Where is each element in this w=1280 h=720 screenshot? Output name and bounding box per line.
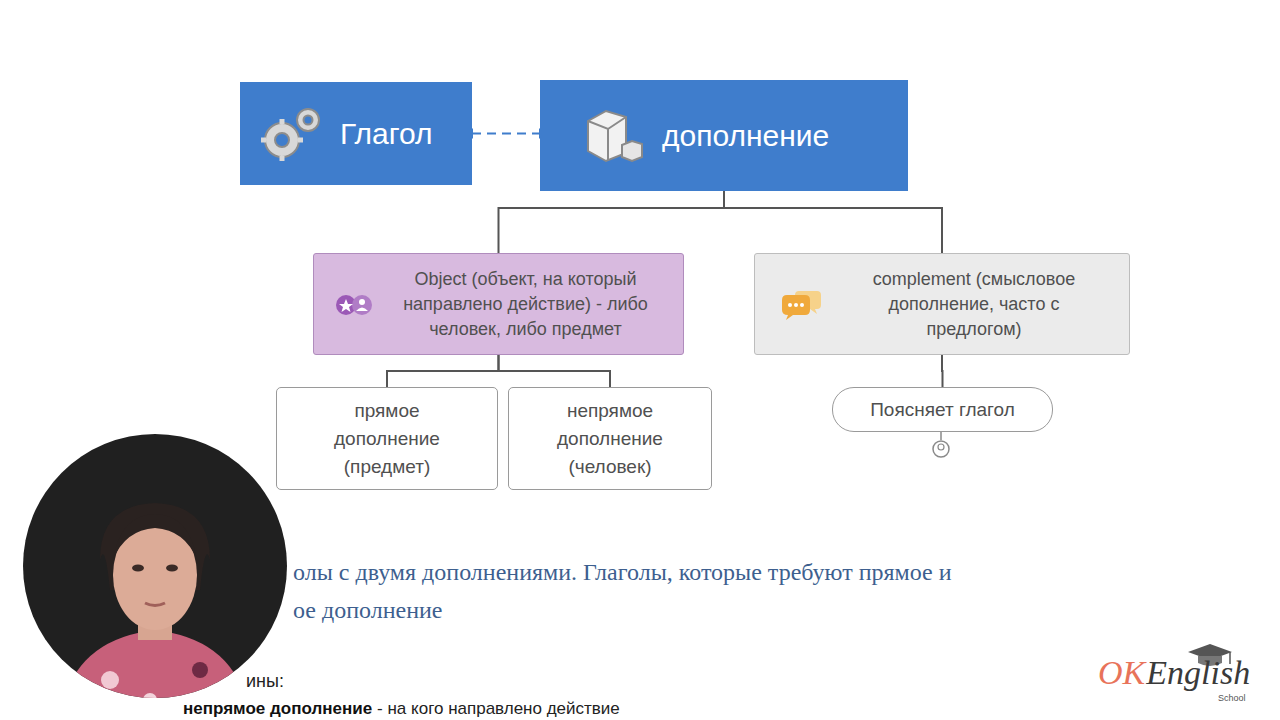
body-text: - на кого направлено действие	[377, 699, 620, 719]
tree-connector	[499, 355, 611, 387]
node-text: непрямое дополнение (человек)	[545, 397, 675, 481]
connector-line	[499, 355, 611, 387]
node-icon	[779, 287, 823, 328]
connector-line	[472, 133, 540, 135]
tree-connector	[387, 355, 499, 387]
node-text: Поясняет глагол	[847, 398, 1038, 422]
node-text: complement (смысловое дополнение, часто …	[854, 267, 1094, 342]
dashed-link	[472, 129, 540, 139]
tree-connector	[942, 355, 944, 387]
connector-line	[499, 191, 725, 253]
node-text: прямое дополнение (предмет)	[322, 397, 452, 481]
node-text: дополнение	[662, 118, 900, 154]
node-text: Глагол	[340, 116, 464, 152]
logo-ok: OK	[1098, 653, 1145, 692]
object-root-box: дополнение	[540, 80, 908, 191]
node-icon	[334, 293, 374, 324]
body-text: ины:	[246, 671, 284, 692]
verb-box: Глагол	[240, 82, 472, 185]
indirect-object-box: непрямое дополнение (человек)	[508, 387, 712, 490]
node-icon	[582, 107, 646, 171]
section-heading-line: ое дополнение	[293, 597, 443, 625]
presenter-video	[0, 420, 300, 720]
connector-line	[941, 355, 944, 387]
node-text: Object (объект, на который направлено де…	[380, 267, 671, 342]
logo-english: English	[1146, 653, 1250, 692]
section-heading-line: олы с двумя дополнениями. Глаголы, котор…	[293, 559, 952, 587]
object-box: Object (объект, на который направлено де…	[313, 253, 684, 355]
connector-line	[387, 355, 499, 387]
connector-line	[724, 191, 942, 253]
direct-object-box: прямое дополнение (предмет)	[276, 387, 498, 490]
complement-box: complement (смысловое дополнение, часто …	[754, 253, 1130, 355]
bulb-marker	[933, 441, 949, 457]
tree-connector	[724, 191, 942, 253]
node-icon	[256, 104, 328, 172]
term-bold: непрямое дополнение	[183, 699, 372, 719]
bulb-marker-inner	[938, 444, 944, 450]
logo-school: School	[1218, 693, 1246, 703]
tree-connector	[499, 191, 725, 253]
explains-verb-pill: Поясняет глагол	[832, 387, 1053, 432]
marker-stem	[940, 432, 942, 440]
